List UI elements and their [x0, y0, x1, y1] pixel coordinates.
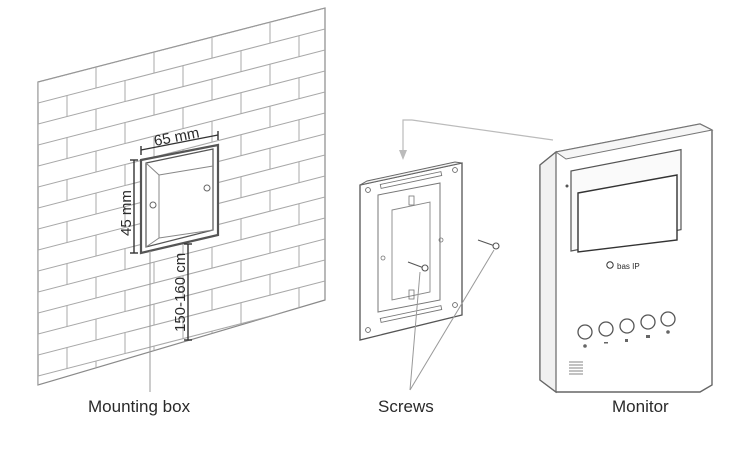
- monitor-button-2: [598, 321, 614, 337]
- mounting-box-label: Mounting box: [88, 397, 191, 416]
- monitor-button-5: [660, 311, 676, 327]
- monitor-button-1: [577, 324, 593, 340]
- screw-left: [407, 261, 429, 272]
- monitor: bas IP: [539, 123, 714, 394]
- brand-logo-icon: [606, 261, 614, 269]
- camera-icon: [646, 335, 650, 338]
- mount-height-dimension-line: [184, 243, 192, 341]
- assembly-arrow: [399, 119, 554, 160]
- monitor-button-icons: [583, 330, 670, 348]
- mounting-box: [139, 143, 220, 255]
- phone-icon: [625, 339, 628, 342]
- monitor-button-3: [619, 318, 635, 334]
- box-screw-hole-left: [149, 201, 157, 209]
- screws-leader: [409, 249, 495, 391]
- monitor-buttons: [577, 311, 676, 340]
- height-dimension-label: 45 mm: [118, 190, 135, 236]
- mount-height-dimension-label: 150-160 cm: [172, 253, 189, 332]
- height-dimension-line: [130, 159, 138, 254]
- speaker-grille: [569, 361, 583, 375]
- screws-label: Screws: [378, 397, 434, 416]
- mounting-plate: [359, 161, 463, 341]
- monitor-screen: [577, 174, 678, 253]
- brand-logo-text: bas IP: [617, 262, 640, 271]
- screw-right: [477, 239, 500, 250]
- box-screw-hole-right: [203, 184, 211, 192]
- monitor-indicator-light: [565, 184, 569, 188]
- width-dimension-line: [140, 131, 219, 155]
- key-icon: [604, 342, 608, 344]
- door-icon: [666, 330, 670, 334]
- eye-icon: [583, 344, 587, 348]
- monitor-label: Monitor: [612, 397, 669, 416]
- monitor-button-4: [640, 314, 656, 330]
